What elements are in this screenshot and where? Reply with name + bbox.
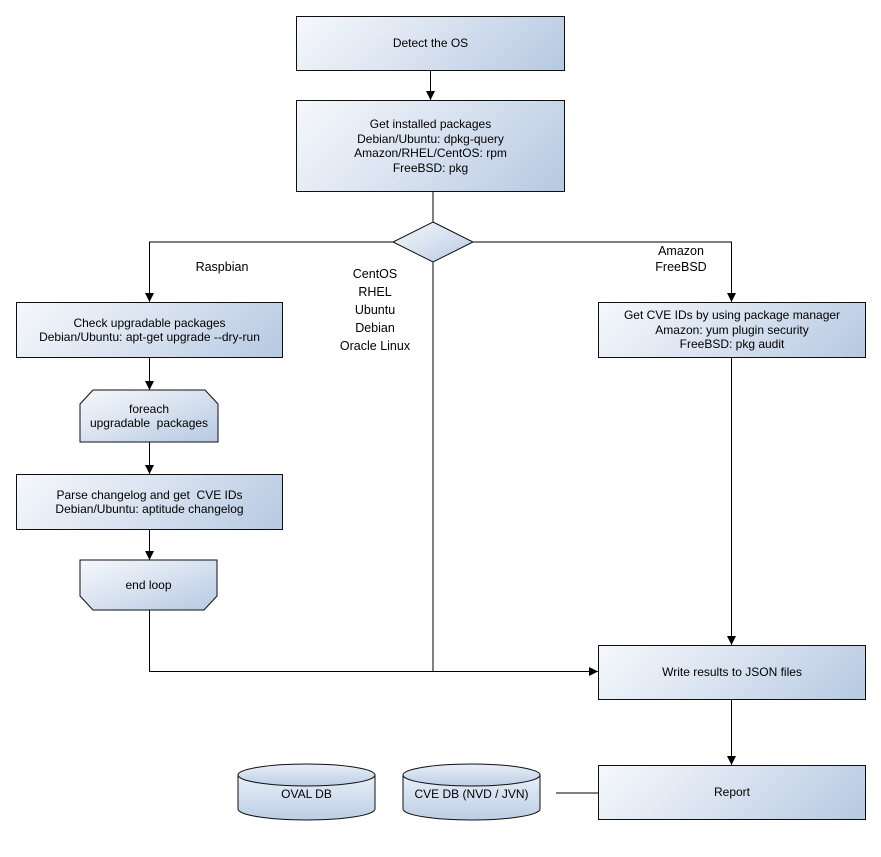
branch-label-raspbian: Raspbian — [195, 260, 249, 274]
cve-db-cylinder-top — [402, 763, 541, 787]
cve-db-cylinder — [402, 775, 541, 821]
node-parse-changelog: Parse changelog and get CVE IDs Debian/U… — [16, 474, 283, 530]
node-report: Report — [598, 765, 866, 820]
foreach-loop-shape — [79, 389, 219, 443]
edge-decision-to-check-upgradable — [145, 241, 393, 302]
node-detect-os: Detect the OS — [296, 16, 565, 71]
edge-decision-to-get-cve — [473, 241, 736, 302]
node-get-installed-packages: Get installed packages Debian/Ubuntu: dp… — [296, 100, 565, 192]
branch-label-centos-rhel-ubuntu-debian-oracle: CentOS RHEL Ubuntu Debian Oracle Linux — [339, 267, 411, 353]
node-write-results-json: Write results to JSON files — [598, 645, 866, 700]
oval-db-cylinder-top — [237, 763, 376, 787]
end-loop-shape — [79, 559, 218, 611]
edge-endloop-to-json — [149, 610, 598, 676]
os-decision-diamond — [391, 221, 475, 263]
oval-db-cylinder — [237, 775, 376, 821]
node-get-cve-ids: Get CVE IDs by using package manager Ama… — [598, 302, 866, 358]
branch-label-amazon-freebsd: Amazon FreeBSD — [655, 244, 707, 274]
node-check-upgradable-packages: Check upgradable packages Debian/Ubuntu:… — [16, 302, 283, 358]
